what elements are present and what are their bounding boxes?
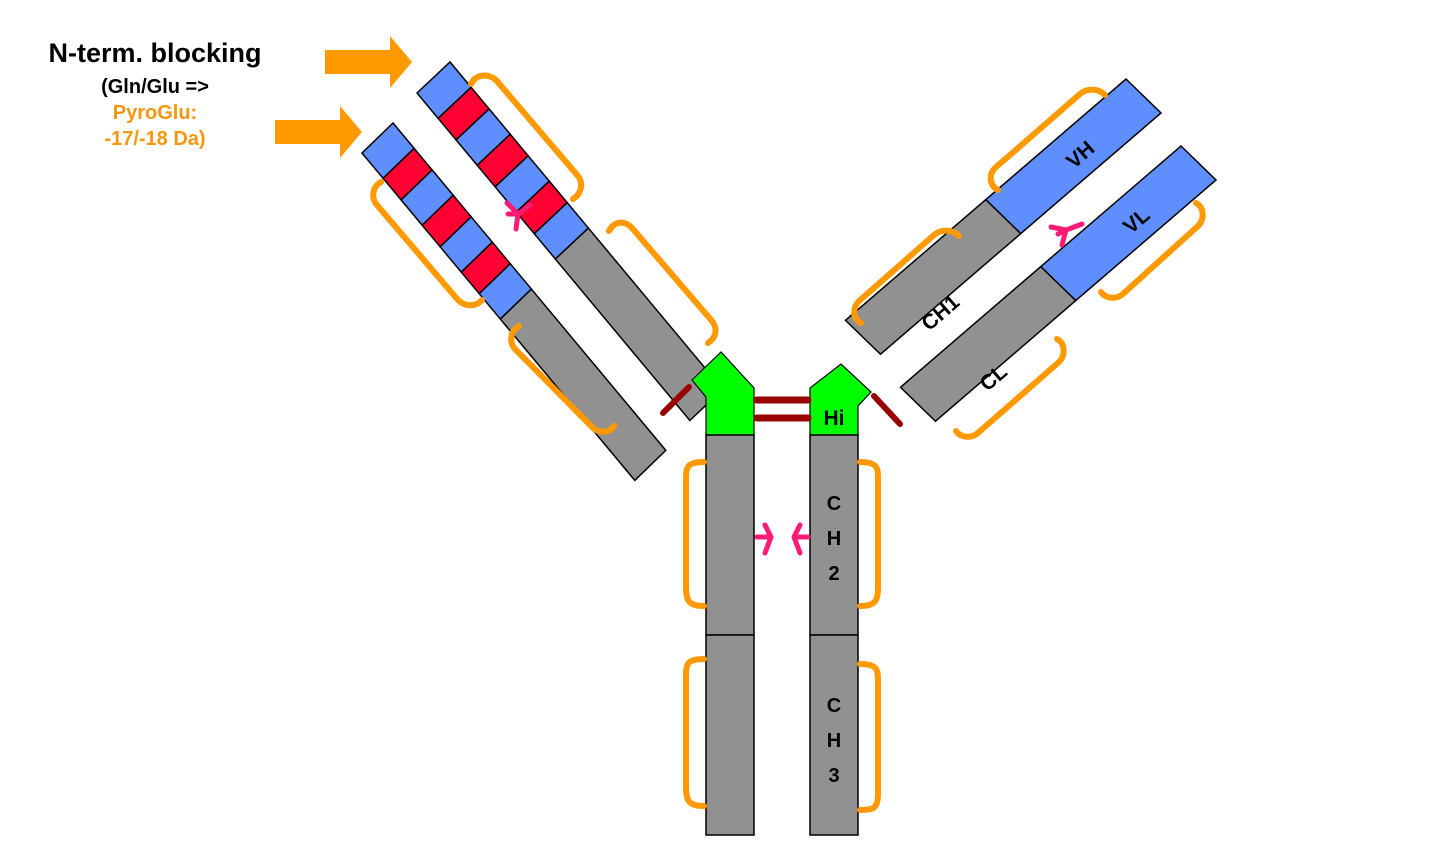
- right-cl-intra-bond: [953, 336, 1067, 440]
- right-ch3-domain: [809, 634, 859, 836]
- left-ch3-intra-bond: [683, 656, 707, 809]
- left-cl-intra-bond: [508, 323, 617, 435]
- left-light-chain: [360, 121, 667, 482]
- right-ch3-intra-bond: [857, 661, 881, 813]
- ch3-label-3: 3: [828, 765, 839, 787]
- left-ch2-intra-bond: [683, 459, 707, 609]
- right-ch2-domain: [809, 434, 859, 636]
- glycan-icon: [504, 200, 533, 232]
- right-vl-intra-bond: [1098, 200, 1206, 301]
- right-ch1-intra-bond: [851, 227, 962, 326]
- right-ch1-domain: [844, 198, 1022, 356]
- right-heavy-chain-fab: [844, 77, 1163, 356]
- left-vl-intra-bond: [370, 179, 485, 309]
- right-hl-disulfide: [871, 393, 903, 427]
- left-ch3-domain: [705, 634, 755, 836]
- glycan-icon: [754, 522, 811, 556]
- annotation-line-3: PyroGlu:: [112, 102, 198, 124]
- hinge-label: Hi: [824, 407, 845, 430]
- ch2-label-h: H: [827, 528, 841, 550]
- left-vh-intra-bond: [468, 72, 585, 202]
- left-hl-disulfide: [660, 384, 692, 416]
- annotation-line-4: -17/-18 Da): [104, 128, 206, 150]
- right-vh-intra-bond: [987, 86, 1108, 193]
- left-ch2-domain: [705, 434, 755, 636]
- glycan-icon: [1048, 221, 1085, 248]
- right-cl-domain: [899, 265, 1077, 423]
- left-ch1-intra-bond: [606, 219, 719, 346]
- annotation-title: N-term. blocking: [48, 38, 262, 68]
- annotation-line-2: (Gln/Glu =>: [101, 76, 209, 98]
- right-light-chain: [899, 144, 1218, 423]
- ch2-label-c: C: [827, 493, 841, 515]
- n-term-arrow-icon: [325, 36, 412, 88]
- ch3-label-h: H: [827, 730, 841, 752]
- n-term-arrow-icon: [275, 106, 362, 158]
- ch3-label-c: C: [827, 695, 841, 717]
- right-ch2-intra-bond: [857, 459, 881, 609]
- ch2-label-2: 2: [828, 563, 839, 585]
